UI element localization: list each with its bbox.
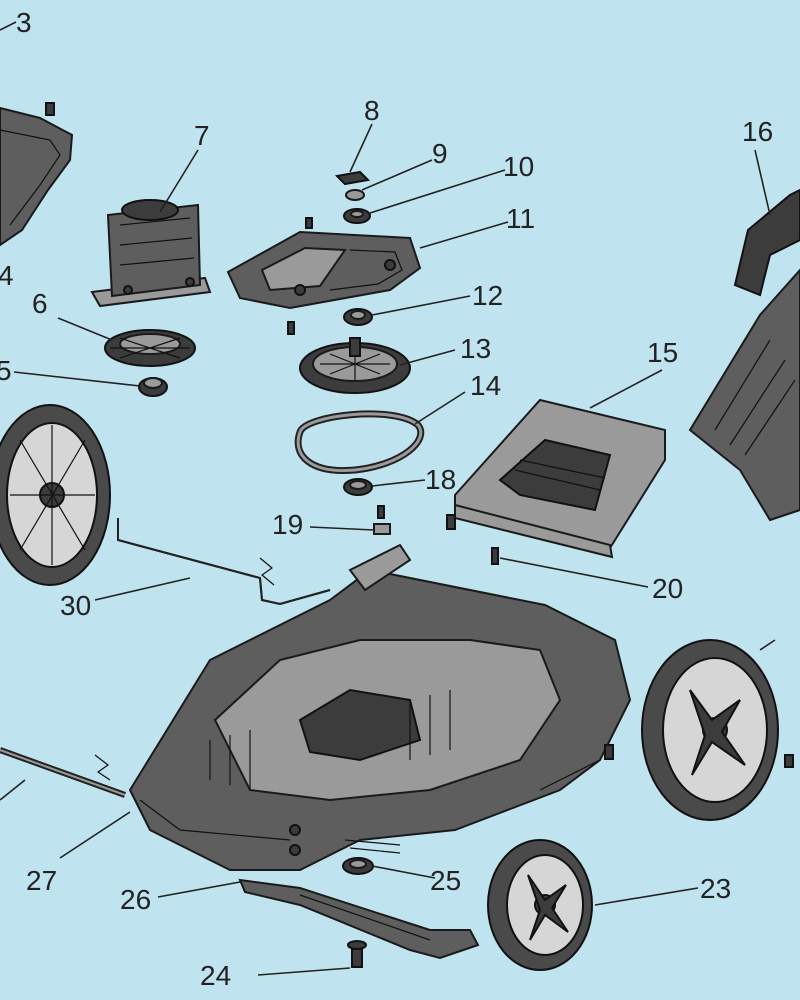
label-11: 11 — [506, 203, 535, 234]
part-25-bushing — [342, 857, 374, 875]
label-6: 6 — [32, 288, 48, 319]
part-4-front-wheel-left — [0, 404, 111, 586]
part-5-bushing — [138, 377, 168, 397]
label-9: 9 — [432, 138, 448, 169]
label-5: 5 — [0, 355, 12, 386]
part-8-nut — [334, 170, 371, 186]
label-30: 30 — [60, 590, 91, 621]
part-13-pulley — [299, 337, 411, 394]
part-7-motor — [90, 199, 212, 308]
part-12-bearing — [343, 308, 373, 326]
label-14: 14 — [470, 370, 501, 401]
label-20: 20 — [652, 573, 683, 604]
part-15-rear-flap — [446, 398, 666, 559]
leader-lines — [0, 21, 776, 976]
label-4: 4 — [0, 260, 14, 291]
part-20-screw — [491, 547, 499, 565]
label-13: 13 — [460, 333, 491, 364]
label-23: 23 — [700, 873, 731, 904]
label-10: 10 — [503, 151, 534, 182]
part-10-bearing — [343, 208, 371, 224]
part-number-labels: 3 7 8 9 10 11 16 4 6 12 5 13 14 15 18 19… — [0, 7, 773, 991]
label-26: 26 — [120, 884, 151, 915]
part-11-bracket — [226, 217, 422, 335]
part-16-handle — [688, 188, 800, 522]
part-18-bushing — [343, 478, 373, 496]
label-19: 19 — [272, 509, 303, 540]
label-15: 15 — [647, 337, 678, 368]
part-14-belt — [294, 410, 425, 475]
rear-wheel-right-upper — [641, 639, 794, 821]
label-16: 16 — [742, 116, 773, 147]
label-18: 18 — [425, 464, 456, 495]
part-19-screw — [373, 505, 391, 535]
label-27: 27 — [26, 865, 57, 896]
part-26-blade — [238, 878, 480, 960]
part-6-fan — [104, 329, 196, 367]
part-3-cover — [0, 102, 74, 247]
part-24-bolt — [347, 940, 367, 968]
label-24: 24 — [200, 960, 231, 991]
label-3: 3 — [16, 7, 32, 38]
label-12: 12 — [472, 280, 503, 311]
label-7: 7 — [194, 120, 210, 151]
label-25: 25 — [430, 865, 461, 896]
part-27-rear-axle — [0, 744, 614, 798]
part-30-front-axle — [117, 518, 331, 606]
mower-deck — [128, 543, 632, 871]
label-8: 8 — [364, 95, 380, 126]
part-9-washer — [345, 189, 365, 201]
part-23-rear-wheel — [487, 839, 593, 971]
